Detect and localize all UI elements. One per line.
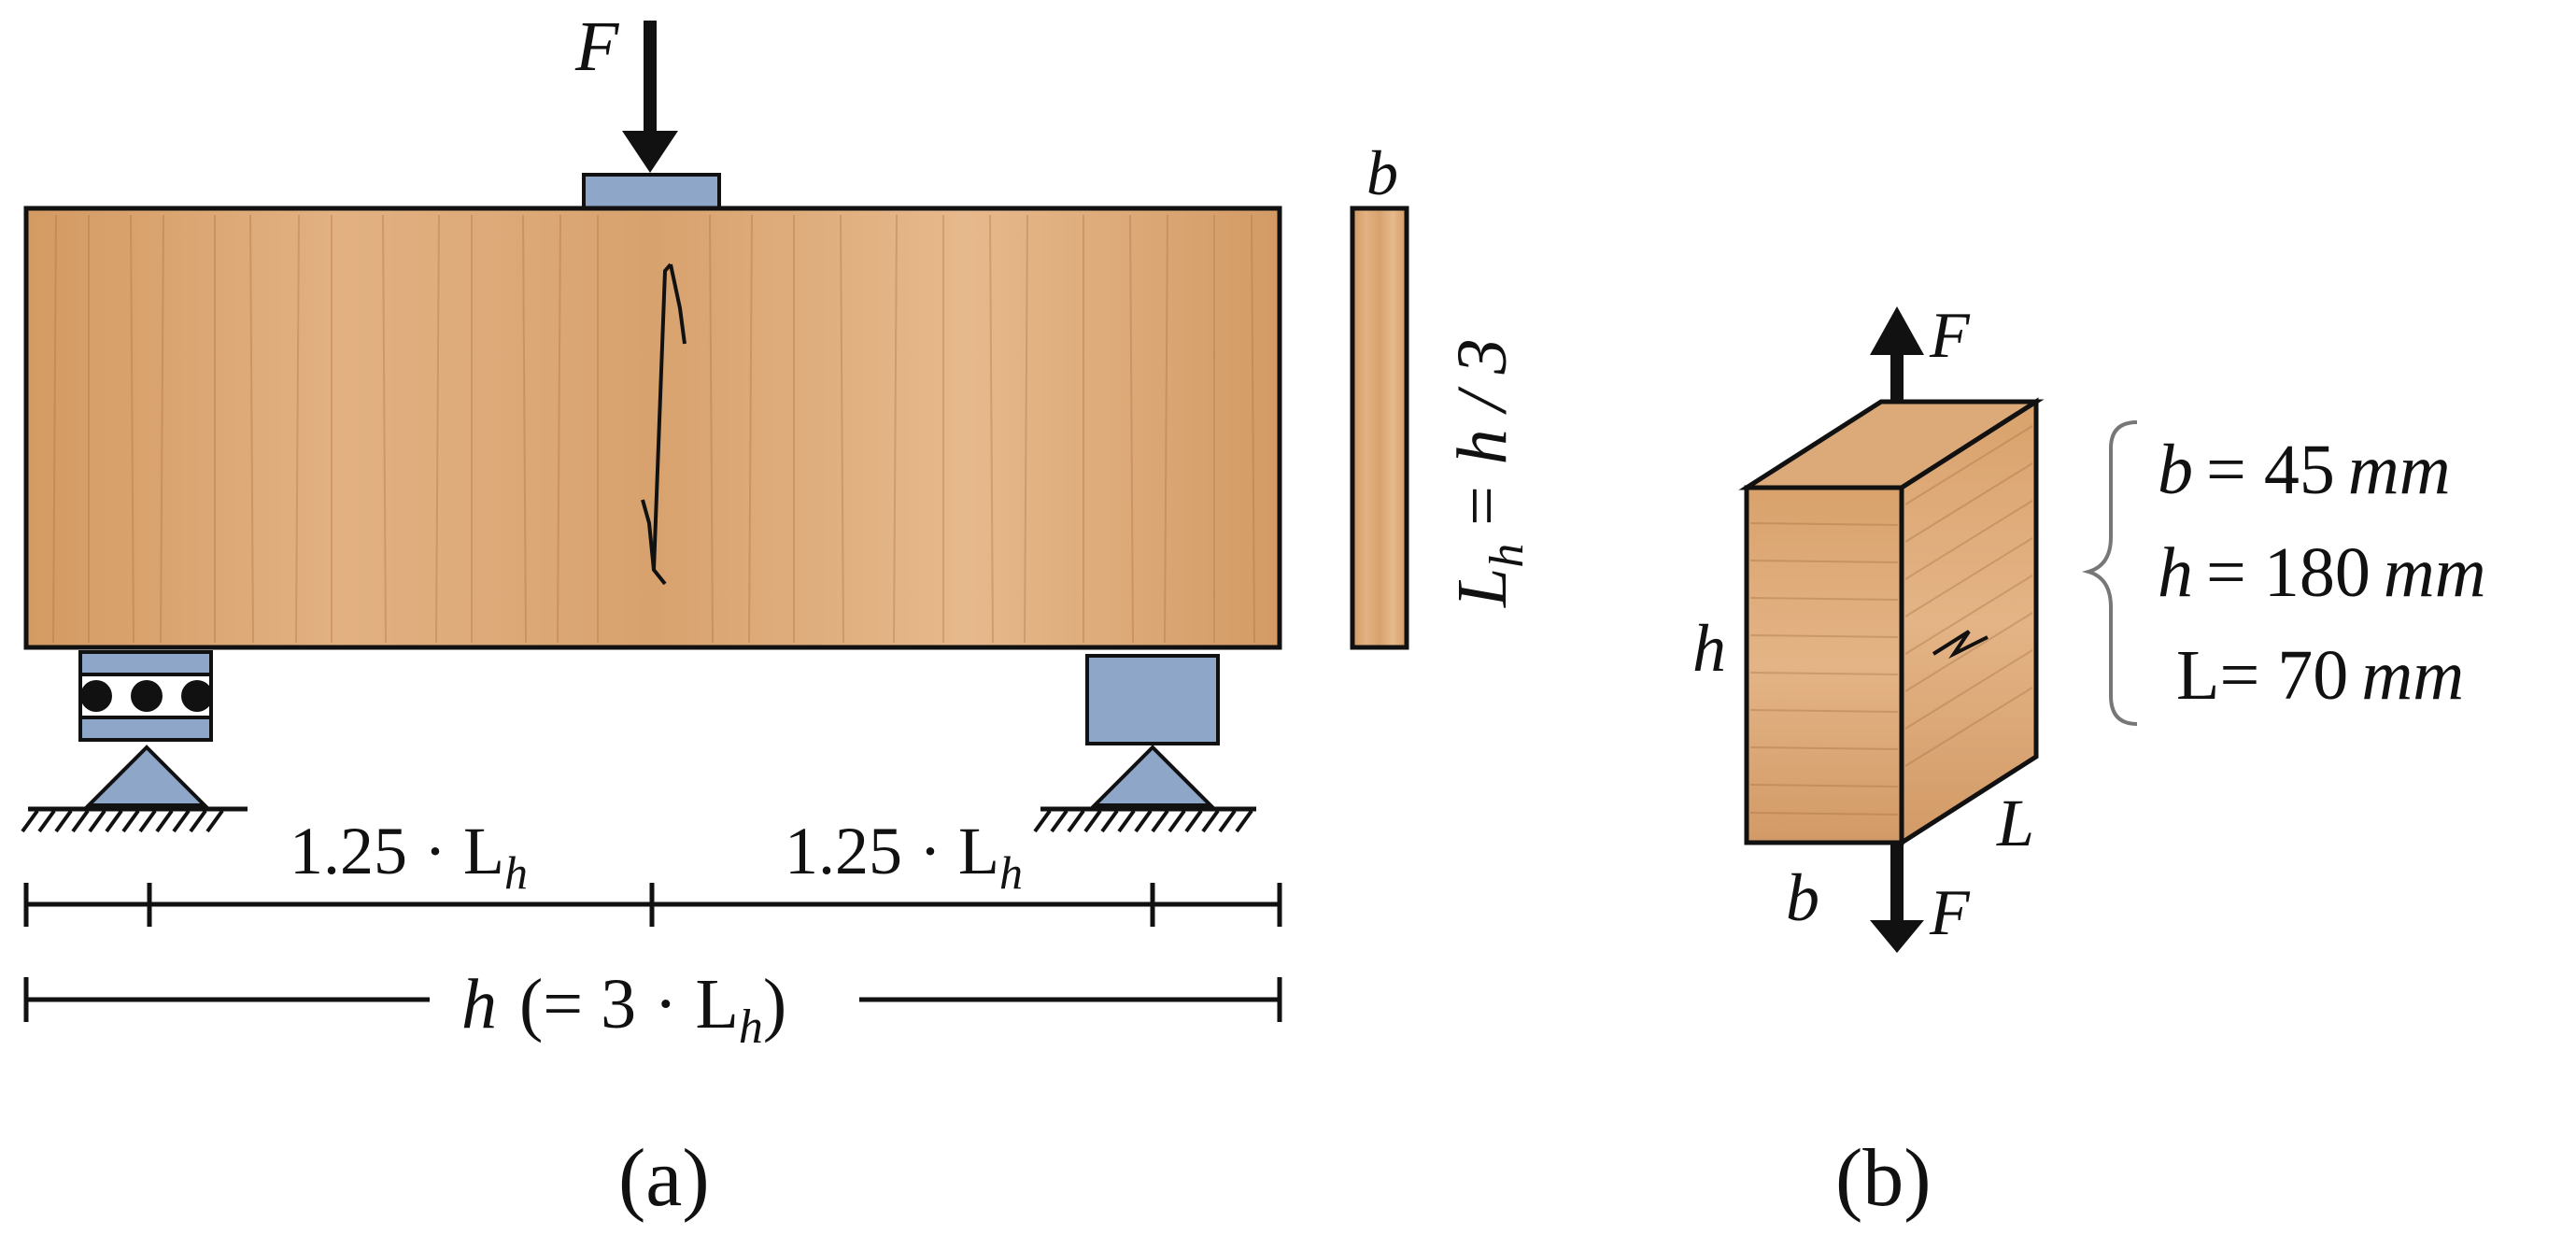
wood-grain-line	[1904, 537, 2033, 617]
ground-hatch	[1168, 809, 1186, 833]
section-height-rest: = h / 3	[1443, 338, 1522, 530]
wood-grain-line	[1749, 634, 1899, 638]
pin-support-icon	[1033, 654, 1256, 833]
section-width-label: b	[1366, 137, 1398, 208]
wood-grain-line	[1251, 214, 1255, 644]
ground-hatch	[1100, 809, 1119, 833]
section-height-label: Lh = h / 3	[1443, 338, 1534, 608]
span-right-label: 1.25 · Lh	[785, 814, 1023, 899]
ground-hatch	[1201, 809, 1220, 833]
wood-grain-line	[840, 214, 844, 644]
load-plate	[582, 173, 721, 210]
ground-hatch	[172, 809, 191, 833]
ground-hatch	[1083, 809, 1102, 833]
wood-grain-line	[435, 214, 440, 644]
wood-grain-line	[893, 214, 898, 644]
wood-grain-line	[1129, 214, 1134, 644]
wood-grain-line	[748, 214, 753, 644]
wood-grain-line	[1904, 425, 2033, 505]
wood-grain-line	[249, 214, 254, 644]
wood-grain-line	[52, 214, 57, 644]
timber-block	[1738, 397, 2045, 847]
ground-hatch	[189, 809, 207, 833]
wood-grain-line	[1904, 575, 2033, 655]
ground-hatch	[155, 809, 174, 833]
load-label: F	[574, 7, 620, 86]
block-height-label: h	[1692, 611, 1726, 686]
block-width-label: b	[1786, 860, 1819, 935]
section-height-sub: h	[1480, 544, 1534, 568]
wood-grain-line	[522, 214, 527, 644]
wood-grain-line	[160, 214, 164, 644]
ground-hatch	[1184, 809, 1203, 833]
ground-hatch	[71, 809, 90, 833]
panel-a-caption: (a)	[618, 1133, 710, 1224]
wood-grain-line	[1904, 612, 2033, 692]
ground-hatch	[1067, 809, 1085, 833]
wood-grain-line	[1749, 812, 1899, 816]
tension-arrow-bottom-icon	[1870, 843, 1924, 953]
wood-grain-line	[1904, 687, 2033, 767]
ground-hatch	[1218, 809, 1237, 833]
wood-grain-line	[1749, 746, 1899, 750]
wood-grain-line	[295, 214, 300, 644]
wood-grain-line	[1024, 214, 1028, 644]
wood-grain-line	[1904, 462, 2033, 543]
section-height-L: L	[1443, 568, 1522, 608]
ground-hatch	[1050, 809, 1069, 833]
timber-beam	[23, 206, 1282, 650]
wood-grain-line	[1904, 500, 2033, 580]
ground-hatch	[121, 809, 140, 833]
beam-cross-section	[1350, 206, 1409, 650]
dimensions-brace	[2081, 420, 2138, 726]
wood-grain-line	[1749, 560, 1899, 563]
force-top-label: F	[1929, 300, 1971, 372]
crack-icon	[641, 263, 686, 586]
wood-grain-line	[382, 214, 387, 644]
ground-hatch	[21, 809, 39, 833]
ground-hatch	[1134, 809, 1153, 833]
ground-hatch	[54, 809, 73, 833]
wood-grain-line	[989, 214, 994, 644]
wood-grain-line	[1164, 214, 1168, 644]
block-crack-icon	[1932, 630, 1989, 660]
ground-hatch	[205, 809, 224, 833]
ground-hatch	[37, 809, 56, 833]
total-length-dimension-line	[23, 977, 1282, 1022]
wood-grain-line	[1749, 709, 1899, 713]
ground-hatch	[105, 809, 123, 833]
wood-grain-line	[1749, 597, 1899, 601]
ground-hatch	[88, 809, 106, 833]
span-dimension-line	[23, 883, 1282, 927]
ground-hatch	[1033, 809, 1052, 833]
wood-grain-line	[130, 214, 134, 644]
wood-grain-line	[1749, 672, 1899, 675]
total-length-label: h(= 3 · Lh)	[461, 965, 786, 1054]
wood-grain-line	[1749, 522, 1899, 526]
roller-support-icon	[21, 650, 248, 833]
panel-b-caption: (b)	[1835, 1133, 1932, 1224]
wood-grain-line	[709, 214, 714, 644]
force-bottom-label: F	[1929, 877, 1971, 949]
block-length-label: L	[1996, 786, 2034, 860]
panel-a: F	[21, 7, 1534, 1224]
ground-hatch	[1151, 809, 1169, 833]
wood-grain-line	[1904, 649, 2033, 730]
svg-text:Lh= h / 3: Lh = h / 3	[1443, 338, 1534, 608]
load-arrow-icon	[622, 21, 678, 173]
ground-hatch	[1235, 809, 1253, 833]
wood-grain-line	[1749, 784, 1899, 788]
ground-hatch	[1117, 809, 1136, 833]
wood-grain-line	[557, 214, 561, 644]
ground-hatch	[138, 809, 157, 833]
span-left-label: 1.25 · Lh	[290, 814, 528, 899]
